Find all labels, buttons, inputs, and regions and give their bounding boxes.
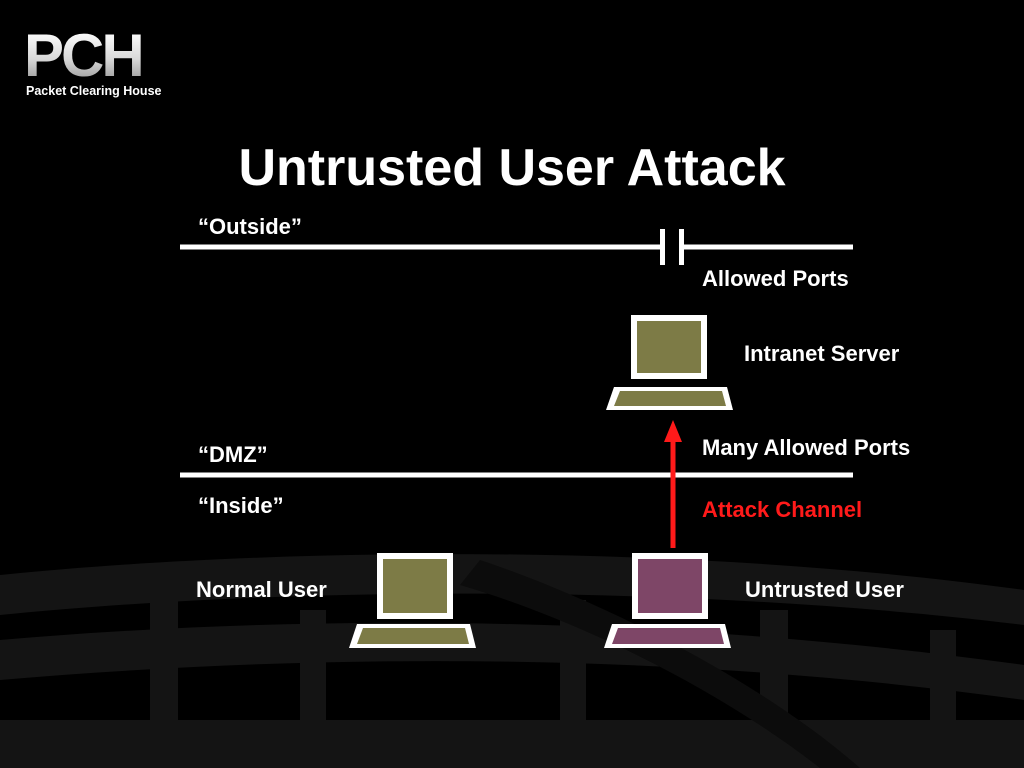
zone-label-inside: “Inside” <box>198 493 284 518</box>
zone-label-outside: “Outside” <box>198 214 302 239</box>
logo-subtitle: Packet Clearing House <box>26 84 162 98</box>
slide-title: Untrusted User Attack <box>238 139 786 197</box>
allowed-ports-label: Allowed Ports <box>702 266 849 291</box>
intranet-server-label: Intranet Server <box>744 341 900 366</box>
normal-user-label: Normal User <box>196 577 327 602</box>
pch-logo: PCH Packet Clearing House <box>24 26 186 102</box>
firewall-gap-right-post <box>679 229 684 265</box>
logo-letters: PCH <box>24 26 184 86</box>
attack-arrow-head <box>664 420 682 442</box>
untrusted-user-computer-icon <box>604 553 731 648</box>
untrusted-user-label: Untrusted User <box>745 577 904 602</box>
many-allowed-ports-label: Many Allowed Ports <box>702 435 911 460</box>
attack-channel-label: Attack Channel <box>702 497 863 522</box>
intranet-server-computer-icon <box>606 315 733 410</box>
zone-label-dmz: “DMZ” <box>198 442 268 467</box>
normal-user-computer-icon <box>349 553 476 648</box>
firewall-gap-left-post <box>660 229 665 265</box>
